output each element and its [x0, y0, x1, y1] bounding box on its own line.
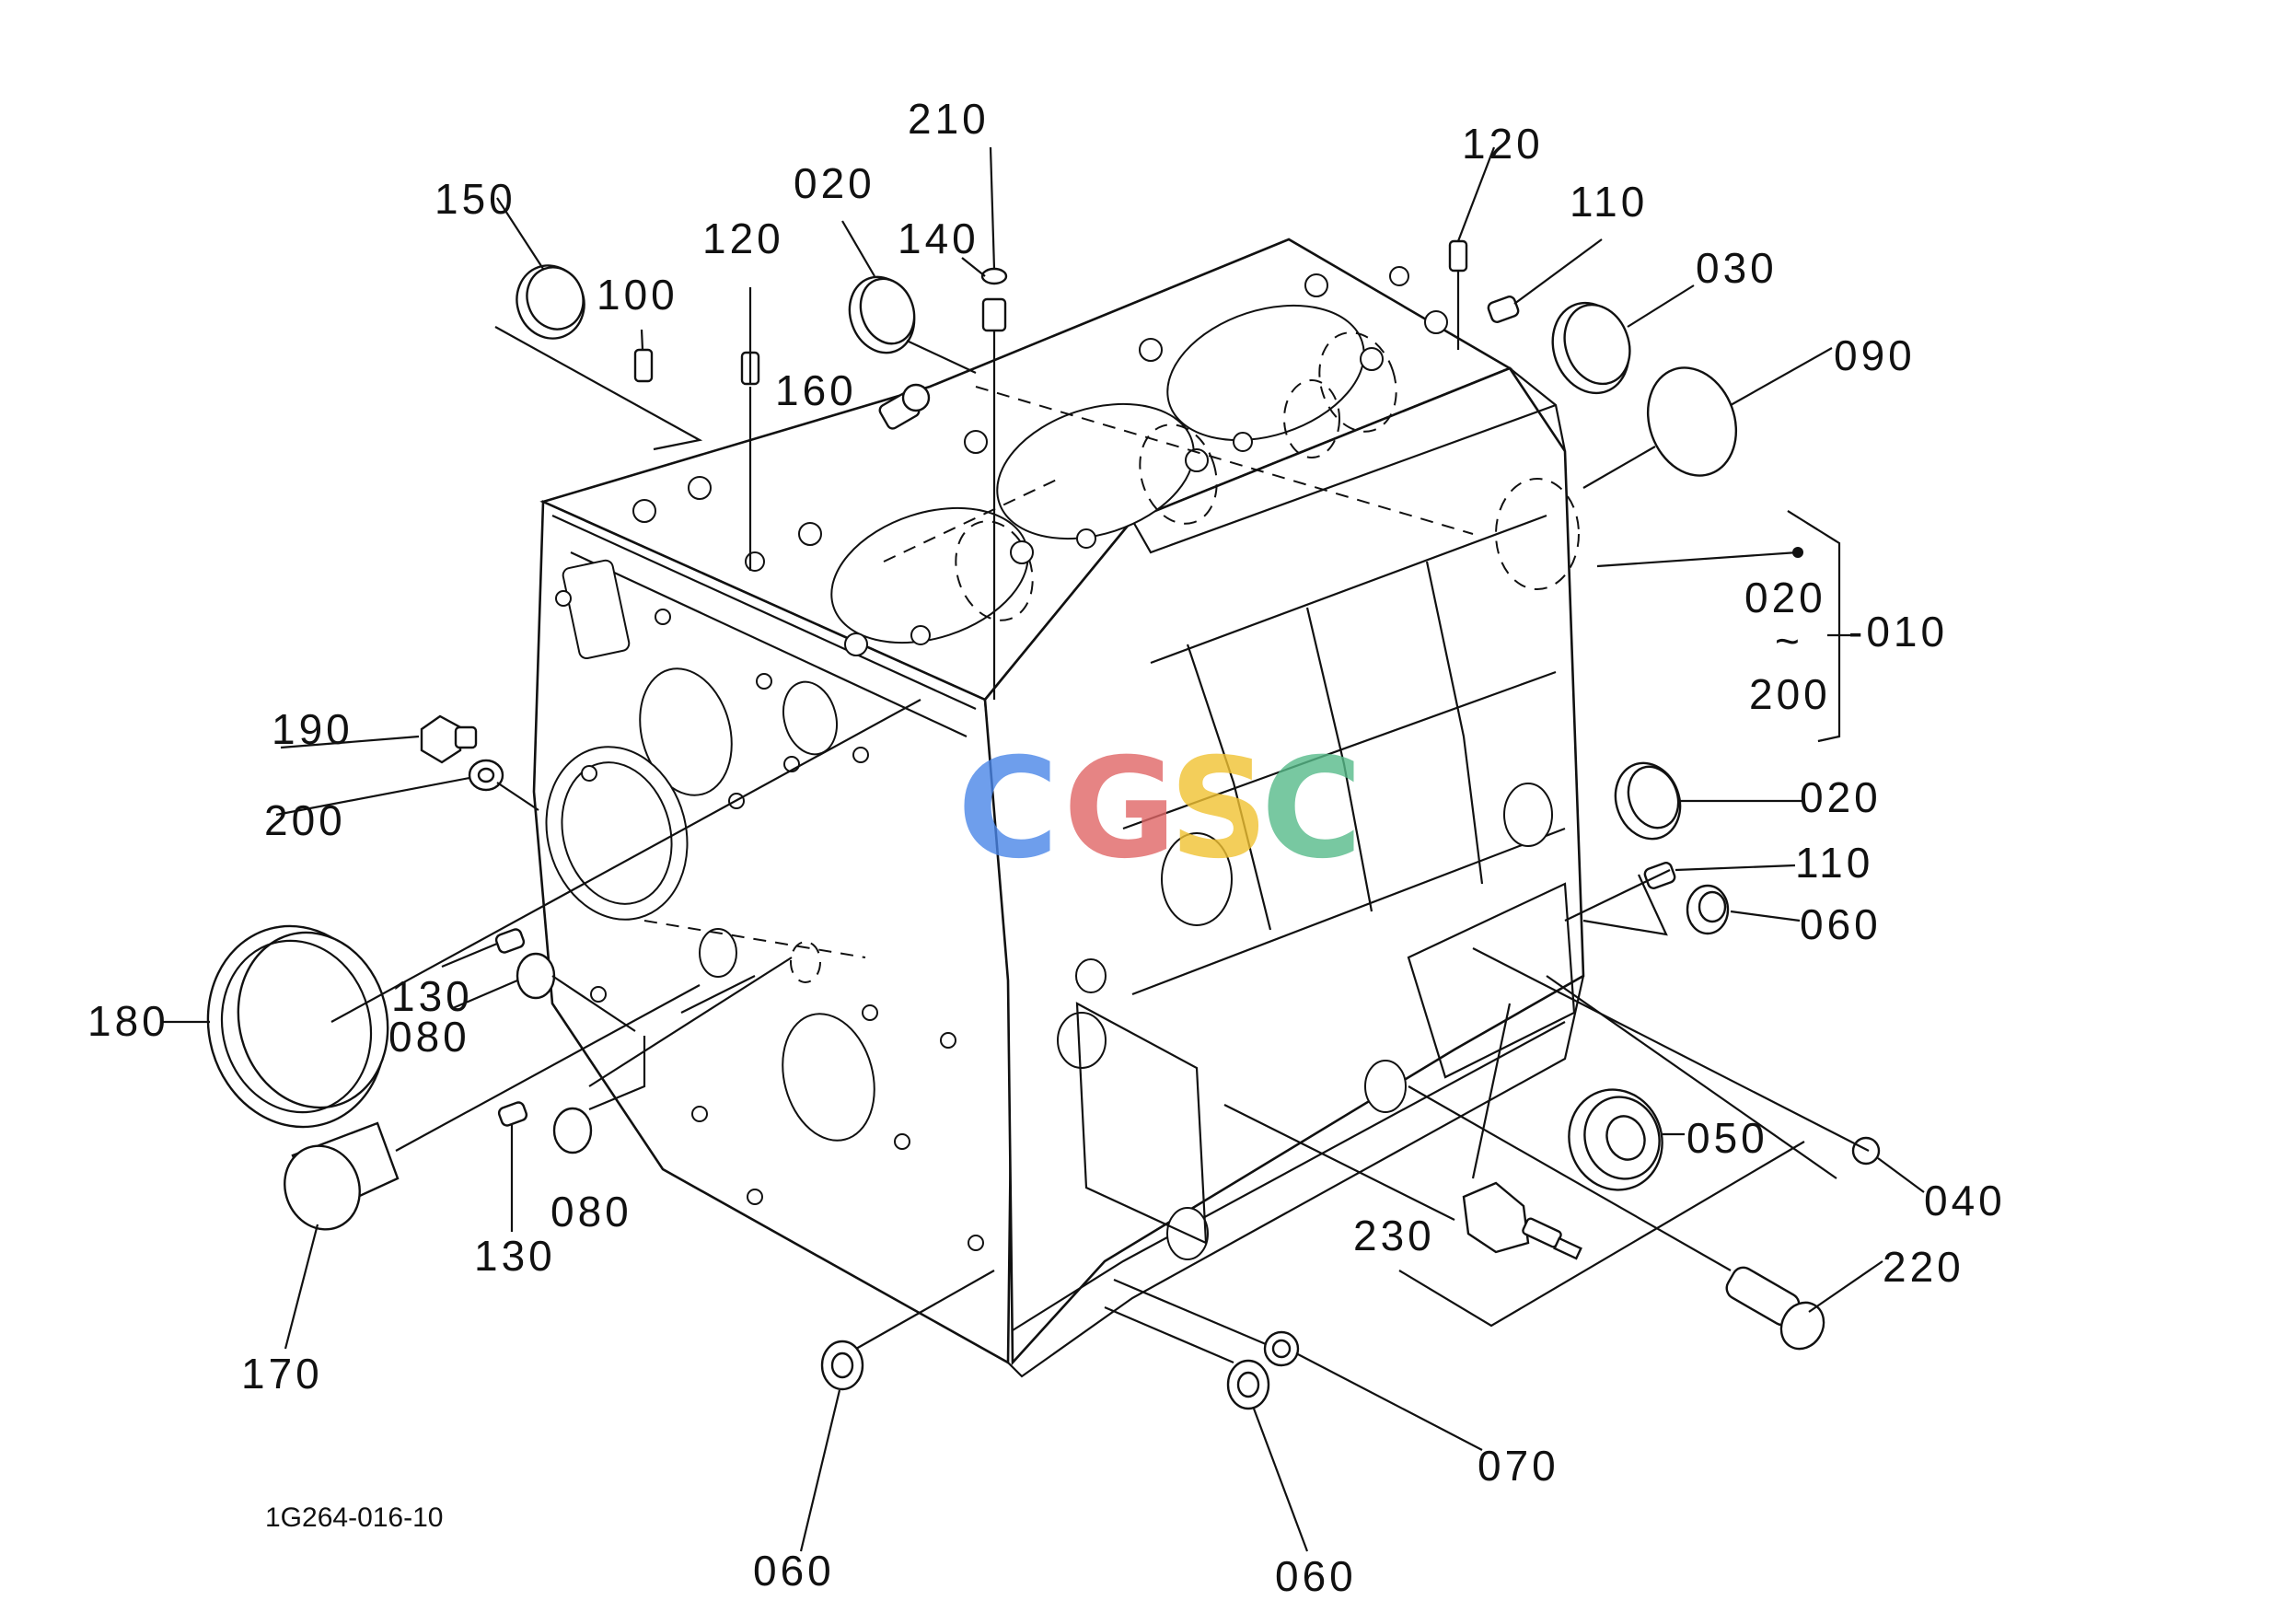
- label-060-bottom-right: 060: [1275, 1552, 1357, 1600]
- label-assembly-tilde: ~: [1775, 617, 1803, 665]
- side-ribs: [1057, 379, 1580, 1260]
- label-210: 210: [908, 95, 990, 143]
- label-190: 190: [272, 705, 353, 753]
- watermark-letter-c1: C: [957, 729, 1059, 889]
- label-060-right: 060: [1800, 900, 1882, 948]
- part-060-plug-right: [1686, 884, 1730, 935]
- label-050: 050: [1686, 1114, 1768, 1162]
- part-170-plug: [284, 1121, 400, 1231]
- cylinder-bores: [632, 266, 1474, 656]
- label-010: -010: [1848, 608, 1948, 655]
- part-030-plug: [1551, 301, 1631, 395]
- label-100: 100: [597, 271, 678, 319]
- drawing-code: 1G264-016-10: [265, 1502, 443, 1533]
- assembly-leader-dot: [1792, 547, 1803, 558]
- part-120-pin-right: [1448, 239, 1468, 273]
- part-180-oil-seal-case: [206, 924, 389, 1129]
- part-060-plug-bottom-right: [1226, 1359, 1270, 1410]
- label-200: 200: [264, 796, 346, 844]
- part-080-plug-left: [516, 952, 556, 1000]
- assembly-bracket: [1787, 510, 1840, 742]
- part-150-plug: [516, 264, 585, 340]
- label-160: 160: [775, 366, 857, 414]
- label-230: 230: [1353, 1212, 1435, 1259]
- part-130-pin-low: [497, 1101, 528, 1127]
- label-120-right: 120: [1462, 120, 1544, 168]
- part-140-pipe: [981, 297, 1007, 332]
- part-210-o-ring: [980, 267, 1008, 285]
- watermark-letter-s: S: [1169, 729, 1269, 889]
- label-110-top: 110: [1570, 178, 1648, 226]
- label-120-top: 120: [702, 215, 784, 262]
- part-060-plug-bottom-left: [820, 1340, 864, 1391]
- label-assembly-to: 200: [1749, 670, 1831, 718]
- part-100-pin: [633, 348, 654, 383]
- label-030: 030: [1696, 244, 1778, 292]
- leader-lines: [161, 146, 1925, 1552]
- label-140: 140: [898, 215, 979, 262]
- label-080-low: 080: [550, 1188, 632, 1235]
- watermark-letter-c2: C: [1261, 729, 1362, 889]
- callout-labels: 210 150 020 140 120 100 160 120 110 030 …: [87, 95, 2006, 1600]
- part-230-oil-switch: [1462, 1181, 1582, 1260]
- label-170: 170: [241, 1350, 323, 1398]
- label-150: 150: [435, 175, 516, 223]
- label-assembly-from: 020: [1744, 574, 1826, 621]
- front-face-features: [545, 559, 984, 1251]
- watermark-cgsc: C G S C: [957, 729, 1362, 889]
- label-110-right: 110: [1795, 839, 1873, 887]
- part-080-plug-low: [552, 1107, 593, 1154]
- watermark-letter-g: G: [1063, 729, 1176, 889]
- label-040: 040: [1924, 1177, 2006, 1224]
- part-130-pin-left: [494, 928, 526, 954]
- label-080-left: 080: [388, 1013, 470, 1061]
- part-020-plug-right: [1614, 761, 1682, 841]
- part-070-plug: [1263, 1330, 1300, 1367]
- part-190-plug-bolt: [420, 714, 478, 764]
- label-130-low: 130: [474, 1232, 556, 1280]
- label-020-right: 020: [1800, 773, 1882, 821]
- label-090: 090: [1834, 331, 1916, 379]
- label-070: 070: [1478, 1442, 1559, 1490]
- part-200-gasket: [468, 759, 504, 792]
- part-160-fitting: [878, 383, 931, 430]
- part-020-plug-top: [848, 275, 916, 354]
- label-220: 220: [1883, 1243, 1964, 1291]
- label-020-top: 020: [794, 159, 875, 207]
- label-130-left: 130: [391, 972, 473, 1020]
- part-040-plug: [1851, 1136, 1881, 1166]
- part-110-pin-top: [1487, 296, 1520, 323]
- part-050-plug: [1568, 1088, 1663, 1191]
- part-220-nozzle: [1725, 1266, 1825, 1351]
- label-060-bottom-left: 060: [753, 1547, 835, 1595]
- label-180: 180: [87, 997, 169, 1045]
- part-090-plug: [1646, 366, 1738, 477]
